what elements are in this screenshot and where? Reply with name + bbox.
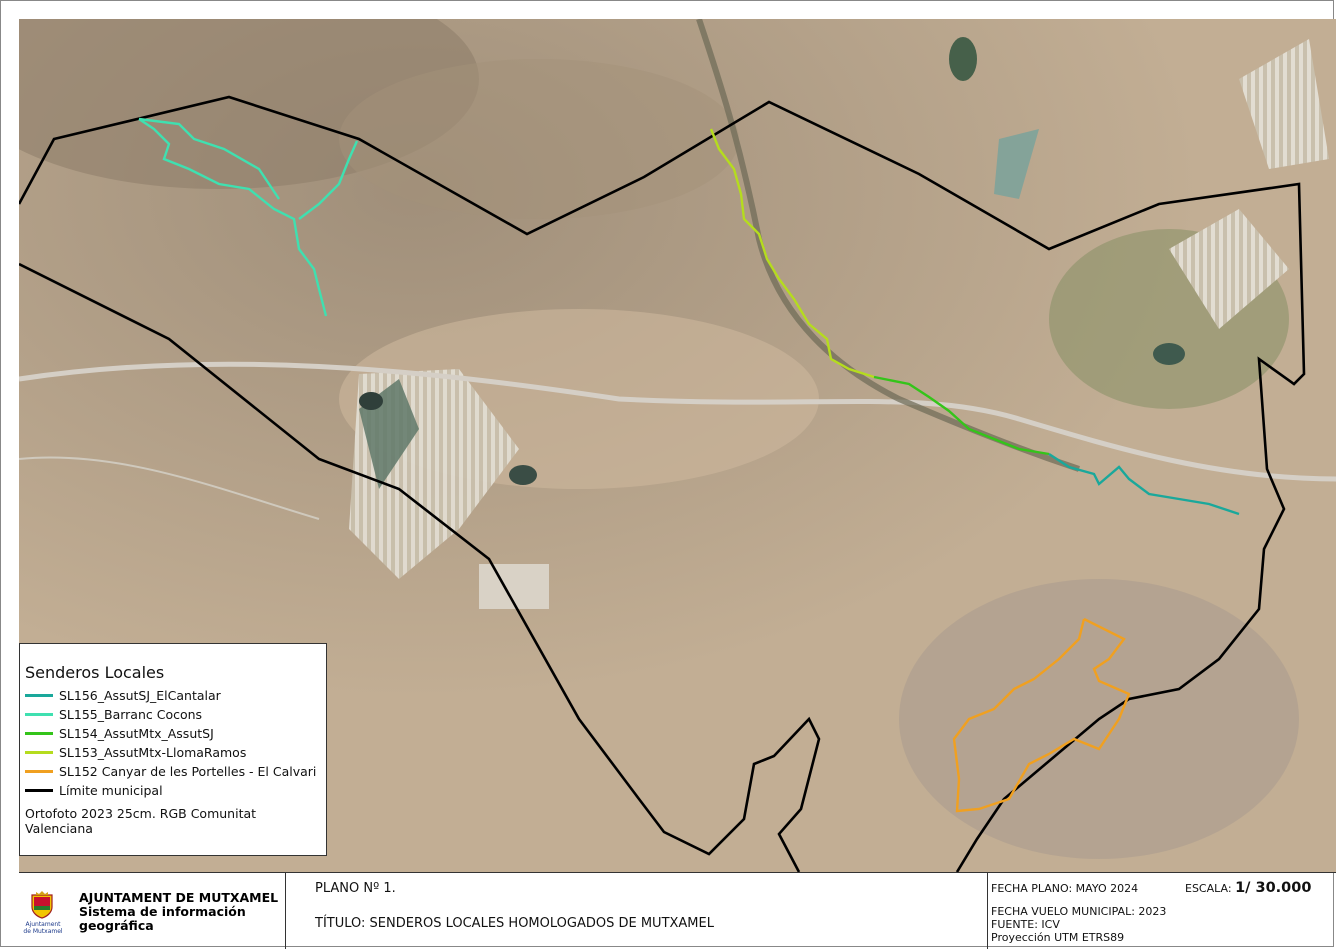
scale-value: 1/ 30.000 bbox=[1235, 880, 1312, 896]
plan-number: PLANO Nº 1. bbox=[315, 881, 396, 896]
legend-swatch bbox=[25, 751, 53, 754]
org-cell: Ajuntament de Mutxamel AJUNTAMENT DE MUT… bbox=[19, 873, 286, 949]
road bbox=[19, 456, 320, 520]
municipal-crest-icon bbox=[31, 891, 53, 919]
reservoir bbox=[359, 392, 383, 410]
legend-item-sl154: SL154_AssutMtx_AssutSJ bbox=[25, 724, 326, 743]
legend-label: Límite municipal bbox=[59, 783, 163, 798]
legend-item-boundary: Límite municipal bbox=[25, 781, 326, 800]
plan-title: TÍTULO: SENDEROS LOCALES HOMOLOGADOS DE … bbox=[315, 916, 714, 931]
legend-label: SL155_Barranc Cocons bbox=[59, 707, 203, 722]
scale-label: ESCALA: bbox=[1185, 882, 1232, 895]
legend-label: SL154_AssutMtx_AssutSJ bbox=[59, 726, 214, 741]
legend-item-sl153: SL153_AssutMtx-LlomaRamos bbox=[25, 743, 326, 762]
org-line: Sistema de información bbox=[79, 904, 246, 919]
flight-date: FECHA VUELO MUNICIPAL: 2023 bbox=[991, 905, 1167, 918]
projection: Proyección UTM ETRS89 bbox=[991, 931, 1125, 944]
scale: ESCALA: 1/ 30.000 bbox=[1185, 880, 1311, 896]
plan-date: FECHA PLANO: MAYO 2024 bbox=[991, 882, 1139, 895]
organization-name: AJUNTAMENT DE MUTXAMEL Sistema de inform… bbox=[79, 891, 278, 933]
crest-caption: Ajuntament de Mutxamel bbox=[23, 921, 63, 935]
municipal-boundary bbox=[19, 262, 821, 872]
legend-swatch bbox=[25, 770, 53, 773]
title-block: Ajuntament de Mutxamel AJUNTAMENT DE MUT… bbox=[19, 872, 1336, 949]
legend-item-sl156: SL156_AssutSJ_ElCantalar bbox=[25, 686, 326, 705]
org-line: geográfica bbox=[79, 918, 154, 933]
legend-swatch bbox=[25, 789, 53, 792]
trail-sl153 bbox=[709, 128, 875, 379]
legend-swatch bbox=[25, 694, 53, 697]
info-cell: FECHA PLANO: MAYO 2024 ESCALA: 1/ 30.000… bbox=[988, 873, 1336, 949]
trail-sl152 bbox=[952, 617, 1131, 813]
greenhouse-fields bbox=[994, 129, 1039, 199]
org-line: AJUNTAMENT DE MUTXAMEL bbox=[79, 890, 279, 905]
trail-sl154 bbox=[873, 375, 1050, 456]
legend-swatch bbox=[25, 732, 53, 735]
legend-label: SL153_AssutMtx-LlomaRamos bbox=[59, 745, 247, 760]
source: FUENTE: ICV bbox=[991, 918, 1060, 931]
legend-swatch bbox=[25, 713, 53, 716]
greenhouse-fields bbox=[1169, 209, 1289, 329]
legend-source: Ortofoto 2023 25cm. RGB Comunitat Valenc… bbox=[25, 806, 257, 836]
reservoir bbox=[949, 37, 977, 81]
municipal-boundary bbox=[19, 95, 1306, 872]
hills-area bbox=[339, 59, 739, 219]
trail-sl156 bbox=[1048, 452, 1240, 516]
map-view[interactable]: Senderos Locales SL156_AssutSJ_ElCantala… bbox=[19, 19, 1336, 872]
legend-label: SL156_AssutSJ_ElCantalar bbox=[59, 688, 221, 703]
reservoir bbox=[509, 465, 537, 485]
reservoir bbox=[1153, 343, 1185, 365]
map-legend: Senderos Locales SL156_AssutSJ_ElCantala… bbox=[19, 643, 327, 856]
highway bbox=[19, 361, 1336, 482]
legend-item-sl152: SL152 Canyar de les Portelles - El Calva… bbox=[25, 762, 326, 781]
legend-title: Senderos Locales bbox=[25, 663, 165, 682]
greenhouse-fields bbox=[1239, 39, 1329, 169]
legend-label: SL152 Canyar de les Portelles - El Calva… bbox=[59, 764, 317, 779]
plan-cell: PLANO Nº 1. TÍTULO: SENDEROS LOCALES HOM… bbox=[286, 873, 988, 949]
trail-sl155 bbox=[138, 117, 359, 317]
legend-item-sl155: SL155_Barranc Cocons bbox=[25, 705, 326, 724]
